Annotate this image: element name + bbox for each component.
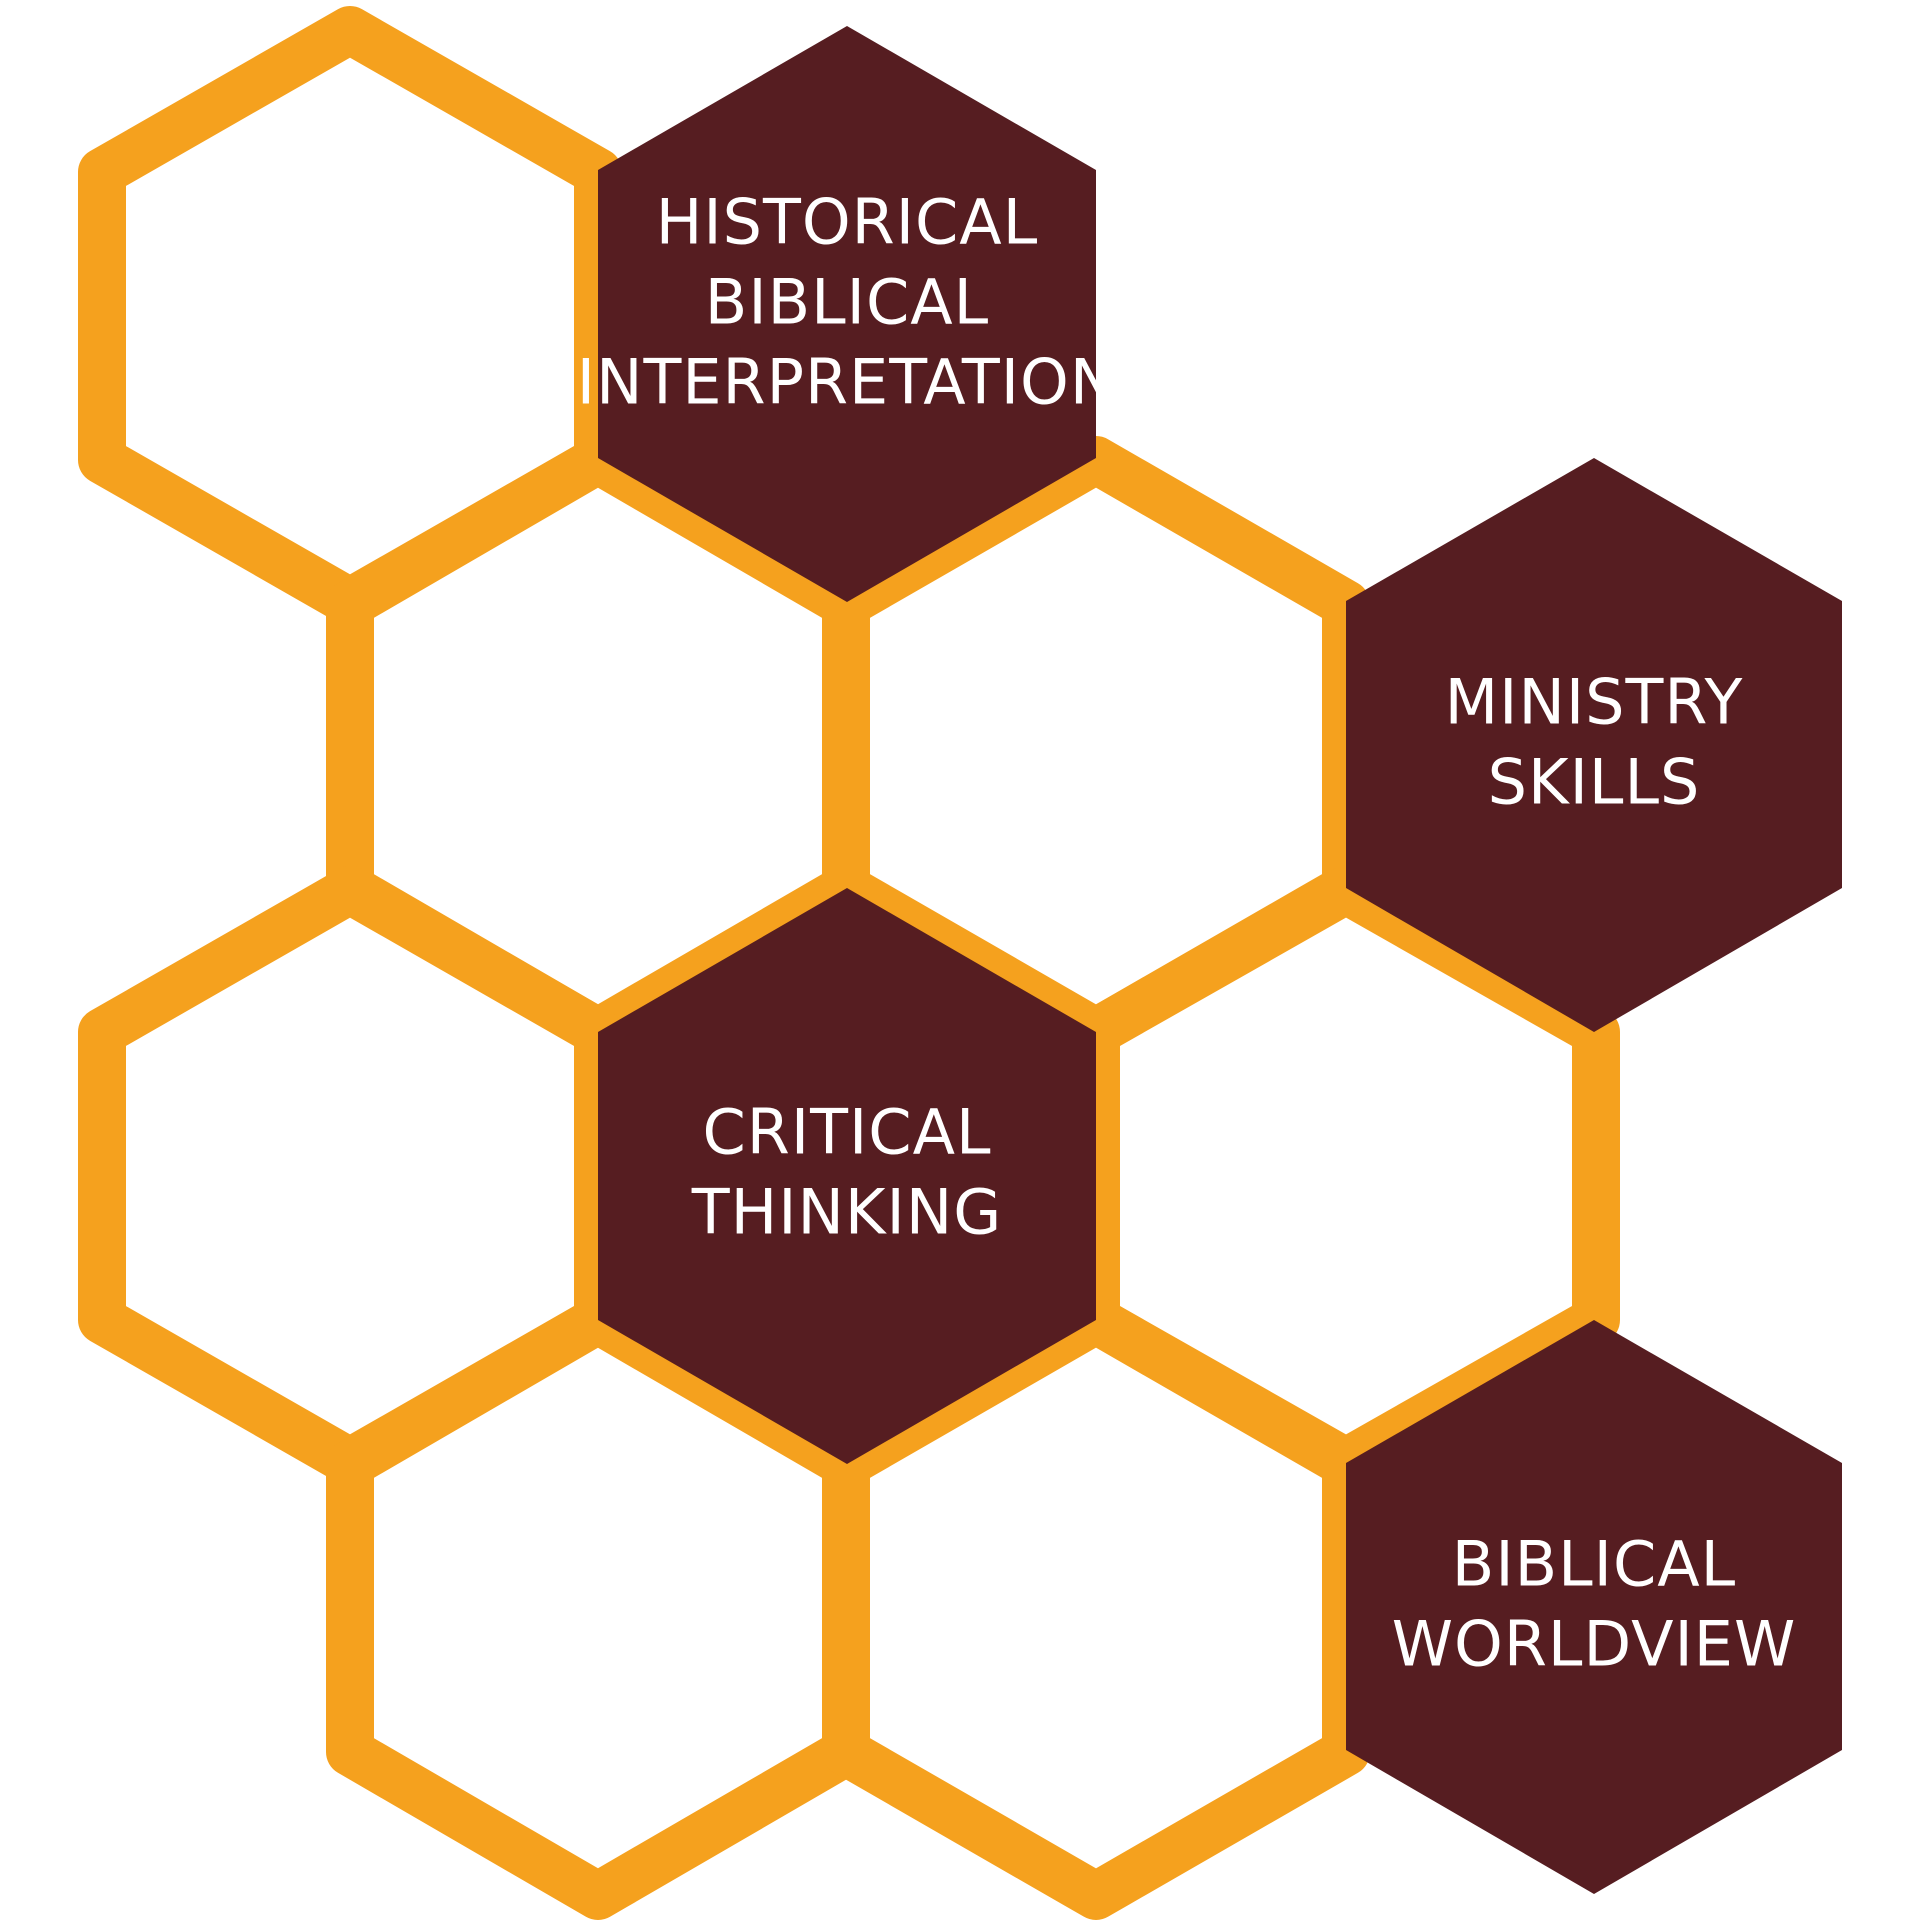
hex-ministry-skills	[1346, 458, 1842, 1032]
label-ministry-line2: SKILLS	[1488, 746, 1701, 819]
label-historical-line1: HISTORICAL	[656, 186, 1039, 259]
label-historical-line2: BIBLICAL	[705, 266, 989, 339]
hex-historical-biblical-interpretation	[598, 26, 1096, 602]
label-critical-line1: CRITICAL	[702, 1096, 991, 1169]
label-critical-line2: THINKING	[691, 1176, 1003, 1249]
label-ministry-line1: MINISTRY	[1445, 666, 1744, 739]
label-worldview-line2: WORLDVIEW	[1392, 1608, 1797, 1681]
outline-hexagons	[78, 6, 1620, 1920]
label-historical-line3: INTERPRETATION	[577, 346, 1117, 419]
hex-biblical-worldview	[1346, 1320, 1842, 1894]
filled-hexagons	[598, 26, 1842, 1894]
labels: HISTORICAL BIBLICAL INTERPRETATION MINIS…	[577, 186, 1797, 1681]
label-worldview-line1: BIBLICAL	[1452, 1528, 1736, 1601]
hex-critical-thinking	[598, 888, 1096, 1464]
